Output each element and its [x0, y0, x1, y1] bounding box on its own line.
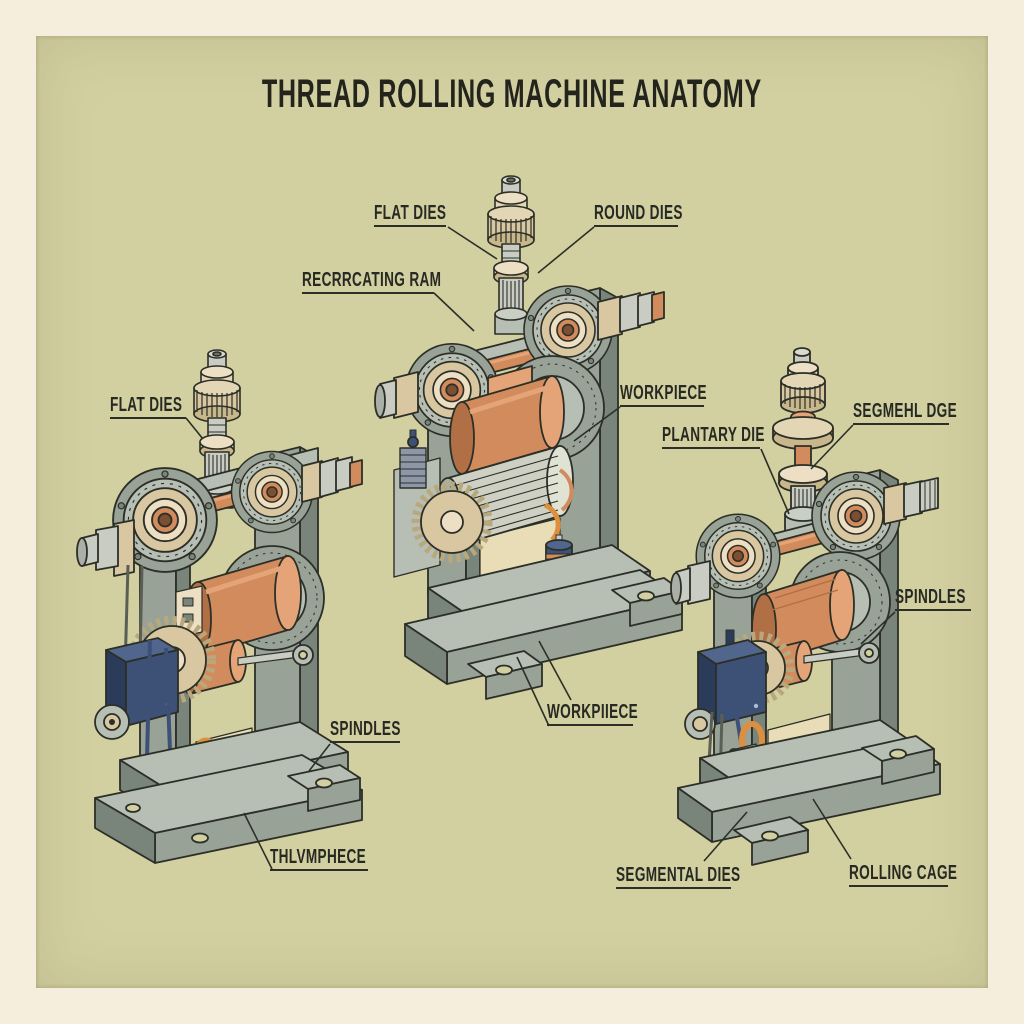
- spindle-assembly: [487, 175, 535, 335]
- label-flat-dies-left: FLAT DIES: [110, 394, 186, 419]
- label-flat-dies-center: FLAT DIES: [374, 202, 446, 227]
- machine-flat-die: [76, 349, 363, 864]
- label-workpiece-top: WORKPIECE: [620, 382, 707, 407]
- label-round-dies: ROUND DIES: [594, 202, 682, 227]
- label-segmental-dies: SEGMENTAL DIES: [616, 864, 740, 889]
- label-planetary-die: PLANTARY DIE: [662, 424, 764, 449]
- bearing-housing: [230, 450, 314, 534]
- label-workpiece-bottom: WORKPIIECE: [547, 701, 638, 726]
- label-reciprocating-ram: RECRRCATING RAM: [302, 269, 441, 294]
- exploded-die-stack: [772, 347, 834, 533]
- machine-segmental-die: [670, 347, 941, 866]
- label-segment-die: SEGMEHL DGE: [853, 400, 957, 425]
- leader-lines: [185, 226, 896, 870]
- label-rolling-cage: ROLLING CAGE: [849, 862, 957, 887]
- label-workpiece-left: THLVMPHECE: [270, 846, 368, 871]
- label-spindles-left: SPINDLES: [330, 718, 400, 743]
- label-spindles-right: SPINDLES: [895, 586, 971, 611]
- page-title: THREAD ROLLING MACHINE ANATOMY: [261, 72, 762, 116]
- machine-round-die: [374, 175, 683, 700]
- motor-box: [697, 639, 767, 725]
